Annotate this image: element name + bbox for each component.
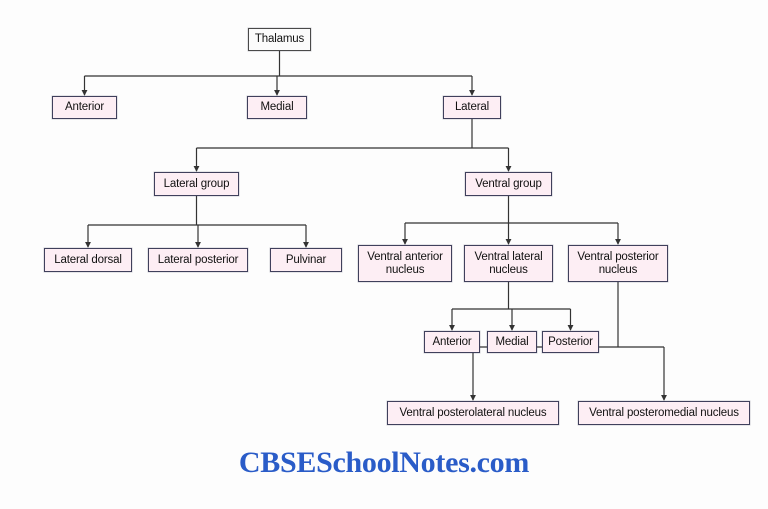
node-lateral-dorsal: Lateral dorsal <box>44 248 132 272</box>
node-ventral-posterior-nucleus: Ventral posterior nucleus <box>568 245 668 282</box>
node-label-posterior-sub: Posterior <box>548 335 593 348</box>
node-ventral-posterolateral: Ventral posterolateral nucleus <box>387 401 559 425</box>
node-label-ventral-group: Ventral group <box>475 177 542 190</box>
node-label-anterior-sub: Anterior <box>432 335 472 348</box>
node-label-medial-sub: Medial <box>495 335 529 348</box>
node-ventral-posteromedial: Ventral posteromedial nucleus <box>578 401 750 425</box>
node-label-ventral-posterolateral: Ventral posterolateral nucleus <box>399 406 547 419</box>
node-label-thalamus: Thalamus <box>254 33 305 45</box>
node-label-lateral: Lateral <box>454 101 490 113</box>
connector-paths <box>81 51 667 401</box>
node-posterior-sub: Posterior <box>542 331 599 353</box>
node-label-ventral-anterior-nucleus: Ventral anterior nucleus <box>367 250 443 276</box>
node-label-ventral-posterior-nucleus: Ventral posterior nucleus <box>577 250 659 276</box>
node-pulvinar: Pulvinar <box>270 248 342 272</box>
node-anterior-sub: Anterior <box>424 331 480 353</box>
node-label-ventral-posteromedial: Ventral posteromedial nucleus <box>589 406 739 419</box>
node-label-lateral-group: Lateral group <box>163 177 230 190</box>
node-lateral: Lateral <box>443 96 501 119</box>
node-medial-sub: Medial <box>487 331 537 353</box>
node-lateral-group: Lateral group <box>154 172 239 196</box>
node-ventral-group: Ventral group <box>465 172 552 196</box>
node-label-ventral-lateral-nucleus: Ventral lateral nucleus <box>474 250 543 276</box>
node-medial: Medial <box>247 96 307 119</box>
node-anterior: Anterior <box>52 96 117 119</box>
node-ventral-lateral-nucleus: Ventral lateral nucleus <box>464 245 553 282</box>
node-label-lateral-posterior: Lateral posterior <box>157 253 239 266</box>
node-ventral-anterior-nucleus: Ventral anterior nucleus <box>358 245 452 282</box>
node-label-medial: Medial <box>260 101 294 113</box>
node-label-pulvinar: Pulvinar <box>285 253 327 266</box>
node-thalamus: Thalamus <box>248 28 311 51</box>
watermark-cbseschoolnotes: CBSESchoolNotes.com <box>238 446 530 479</box>
node-label-anterior: Anterior <box>64 101 105 113</box>
node-label-lateral-dorsal: Lateral dorsal <box>54 253 122 266</box>
node-lateral-posterior: Lateral posterior <box>148 248 248 272</box>
